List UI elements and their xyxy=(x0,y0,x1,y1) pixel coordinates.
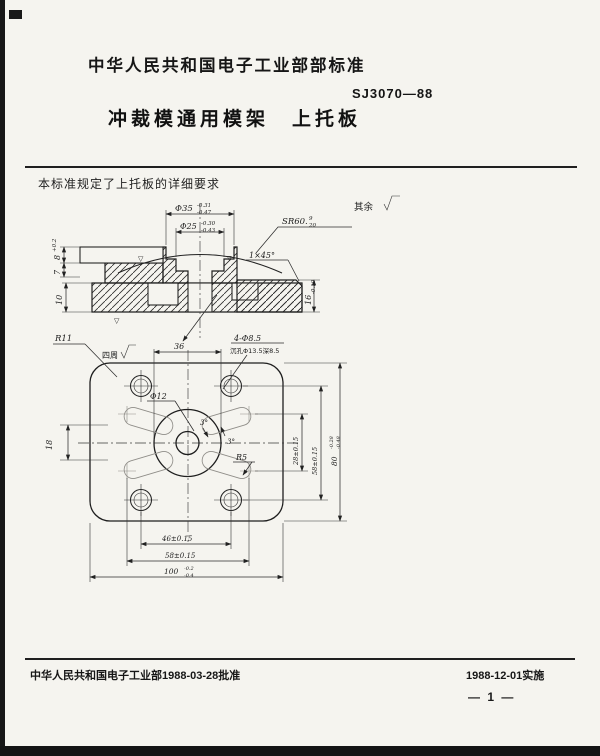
angle3-label-b: 3° xyxy=(227,438,235,446)
general-roughness-note: 其余 xyxy=(354,195,400,213)
dim-dia25-tol-lower: -0.43 xyxy=(201,228,216,234)
dim-dia25-tol-upper: -0.30 xyxy=(201,221,216,227)
sphere-radius-label: SR60. xyxy=(282,217,308,227)
corner-hole xyxy=(124,484,158,516)
leader-sphere-radius xyxy=(255,226,352,254)
angle3-tick-a xyxy=(202,427,209,438)
chamfer-label: 1×45° xyxy=(249,251,275,260)
dim-80-label: 80 xyxy=(330,456,339,466)
holes-note-line2: 沉孔Φ13.5深8.5 xyxy=(230,346,279,355)
all-around-label: 四周 xyxy=(102,351,118,360)
slot-end-cross xyxy=(118,406,258,479)
technical-drawing: Φ35 -0.31 -0.47 Φ25 -0.30 -0.43 SR60. 9 … xyxy=(45,195,400,582)
leader-corner-radius xyxy=(84,343,118,378)
section-boss-left-wall xyxy=(162,246,189,284)
dim-height10-label: 10 xyxy=(55,295,64,305)
angle3-label-a: 3° xyxy=(200,419,208,427)
holes-note-line1: 4-Φ8.5 xyxy=(233,334,261,343)
slot-lower-right xyxy=(201,451,252,479)
dim-height8-tol: +0.2 xyxy=(52,238,58,252)
sphere-seat-arc xyxy=(117,253,283,274)
effective-date: 1988-12-01实施 xyxy=(466,670,545,682)
dim-28-label: 28±0.15 xyxy=(292,437,300,466)
roughness-mark-icon: ▽ xyxy=(227,255,232,262)
section-cavity-left xyxy=(147,282,179,306)
scan-corner-mark xyxy=(9,10,22,19)
dim-100-tol-upper: -0.2 xyxy=(184,566,194,572)
scan-edge-left xyxy=(0,0,5,748)
roughness-check-icon xyxy=(383,195,400,211)
dim-dia25-label: Φ25 xyxy=(180,222,197,231)
section-right-block xyxy=(236,279,303,313)
standard-header: 中华人民共和国电子工业部部标准 xyxy=(88,57,366,75)
page-title: 冲裁模通用模架 上托板 xyxy=(108,109,362,130)
slot-lower-left xyxy=(123,451,174,479)
section-left-flange xyxy=(79,246,164,264)
leader-holes-note xyxy=(222,354,248,390)
corner-radius-label: R11 xyxy=(54,334,72,344)
dim-36-label: 36 xyxy=(174,342,184,351)
dim-58-right-label: 58±0.15 xyxy=(311,447,319,475)
corner-hole xyxy=(214,370,248,402)
scan-edge-bottom xyxy=(0,746,600,756)
dim-100-label: 100 xyxy=(164,567,179,576)
section-trace-arrow xyxy=(182,294,218,342)
general-roughness-label: 其余 xyxy=(354,201,374,213)
angle3-tick-b xyxy=(220,426,226,437)
page-number: — 1 — xyxy=(468,690,516,704)
dim-18-label: 18 xyxy=(45,440,54,450)
roughness-mark-icon: ▽ xyxy=(138,255,144,263)
boss-circle xyxy=(153,408,222,478)
corner-hole xyxy=(214,484,248,516)
leader-slot-radius xyxy=(242,461,253,476)
footer-rule xyxy=(25,658,575,660)
plate-outline xyxy=(89,362,284,522)
scope-note: 本标准规定了上托板的详细要求 xyxy=(38,177,221,191)
center-hole xyxy=(175,430,200,456)
dim-dia35-tol-upper: -0.31 xyxy=(197,203,211,209)
dim-dia35-tol-lower: -0.47 xyxy=(197,210,212,216)
sphere-radius-tol-lower: 20 xyxy=(308,223,316,229)
section-boss-right-wall xyxy=(211,246,238,284)
dim-height16-label: 16 xyxy=(304,295,313,305)
dim-100-tol-lower: -0.4 xyxy=(184,573,194,579)
dim-58-bottom-label: 58±0.15 xyxy=(165,552,196,560)
roughness-mark-icon: ▽ xyxy=(114,317,120,325)
dim-height8-label: 8 xyxy=(53,255,62,260)
sphere-radius-tol-upper: 9 xyxy=(309,216,313,222)
approval-note: 中华人民共和国电子工业部1988-03-28批准 xyxy=(30,670,241,682)
slot-upper-left xyxy=(123,407,174,435)
leader-chamfer xyxy=(287,259,300,282)
roughness-check-icon xyxy=(120,344,136,359)
standard-number: SJ3070—88 xyxy=(352,86,434,101)
slot-radius-label: R5 xyxy=(235,453,247,462)
corner-hole xyxy=(124,370,158,402)
header-rule xyxy=(25,166,577,168)
dim-80-tol-lower: -0.48 xyxy=(336,436,342,449)
leader-dia12 xyxy=(174,400,195,432)
dim-height7-label: 7 xyxy=(53,269,62,275)
dim-dia35-label: Φ35 xyxy=(175,204,193,214)
dim-46-label: 46±0.15 xyxy=(161,535,193,543)
dim-80-tol-upper: -0.28 xyxy=(329,436,335,449)
section-view: Φ35 -0.31 -0.47 Φ25 -0.30 -0.43 SR60. 9 … xyxy=(52,203,352,342)
plan-view: R11 四周 36 4-Φ8.5 沉孔Φ13.5深8.5 Φ12 3° 3° xyxy=(45,334,347,582)
dia12-label: Φ12 xyxy=(150,392,167,401)
dim-height16-tol: -0.10 xyxy=(311,279,317,294)
